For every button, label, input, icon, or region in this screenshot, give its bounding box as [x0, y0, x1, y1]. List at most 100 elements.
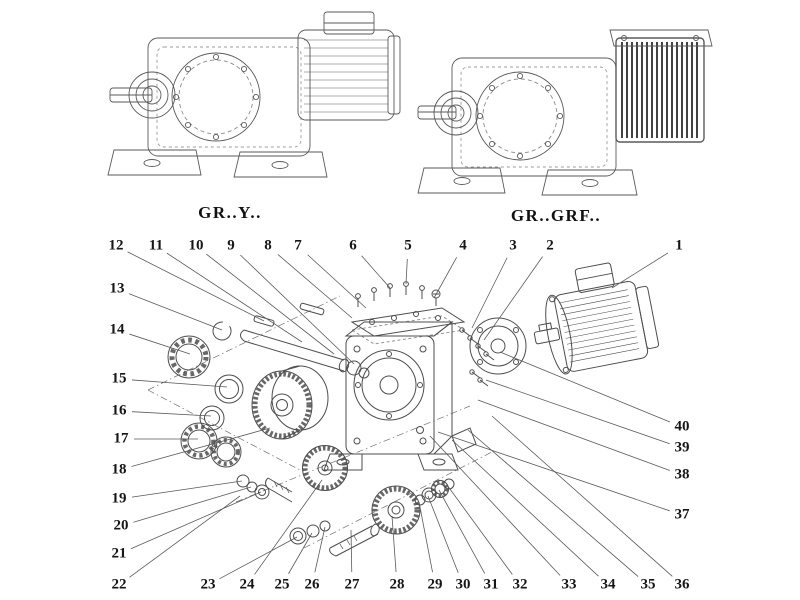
leader-line-16 — [131, 411, 212, 417]
leader-line-28 — [391, 515, 397, 573]
leader-line-8 — [277, 254, 353, 319]
shaft-key — [299, 302, 325, 316]
housing-foot — [323, 453, 363, 471]
leader-line-25 — [288, 532, 313, 574]
leader-line-23 — [219, 536, 298, 580]
motor — [297, 11, 401, 121]
leader-line-1 — [611, 252, 669, 289]
leader-line-24 — [254, 479, 323, 575]
leader-line-4 — [433, 257, 458, 299]
output-rings-bearing — [414, 478, 455, 506]
cover-bolts — [355, 281, 441, 307]
part-number-17: 17 — [113, 430, 129, 447]
part-number-29: 29 — [427, 576, 443, 593]
input-shaft — [240, 302, 370, 379]
leader-line-12 — [127, 251, 265, 322]
electric-motor-exploded — [533, 262, 660, 375]
leader-line-7 — [307, 254, 367, 309]
ball-bearing-intermediate — [180, 422, 242, 468]
part-number-8: 8 — [264, 237, 272, 254]
part-number-2: 2 — [546, 237, 554, 254]
motor-top-plate — [609, 29, 713, 47]
part-number-32: 32 — [512, 576, 528, 593]
gearmotor-illustration-gr-grf — [417, 29, 713, 196]
terminal-box — [574, 262, 615, 293]
leader-line-20 — [133, 486, 252, 523]
part-number-13: 13 — [109, 280, 125, 297]
leader-line-30 — [427, 495, 459, 574]
part-number-26: 26 — [304, 576, 320, 593]
gear-output — [371, 485, 421, 535]
part-number-23: 23 — [200, 576, 216, 593]
output-shaft-exploded — [329, 523, 380, 557]
leader-line-10 — [205, 253, 335, 355]
part-number-10: 10 — [188, 237, 204, 254]
front-cover-bolt-circle — [171, 52, 261, 142]
leader-line-35 — [467, 429, 639, 577]
leader-line-31 — [438, 489, 486, 574]
part-number-36: 36 — [674, 576, 690, 593]
output-shaft — [417, 90, 479, 136]
part-number-14: 14 — [109, 321, 125, 338]
leader-line-5 — [405, 258, 408, 285]
housing-foot — [451, 427, 477, 453]
part-number-19: 19 — [111, 490, 127, 507]
pinion-shaft-group — [236, 474, 293, 503]
part-number-20: 20 — [113, 517, 129, 534]
leader-line-19 — [131, 480, 243, 498]
mounting-feet — [107, 149, 328, 178]
part-number-6: 6 — [349, 237, 357, 254]
part-number-38: 38 — [674, 466, 690, 483]
leader-line-37 — [437, 431, 670, 512]
part-number-22: 22 — [111, 576, 127, 593]
breather-vent — [431, 289, 441, 306]
leader-line-9 — [240, 254, 355, 365]
housing-foot — [417, 453, 459, 471]
leader-line-6 — [361, 255, 391, 289]
part-number-27: 27 — [344, 576, 360, 593]
leader-line-3 — [471, 257, 508, 329]
leader-line-26 — [314, 526, 326, 573]
shaft-ring — [358, 367, 370, 379]
leader-line-33 — [429, 435, 561, 576]
variant-title-gr-grf: GR..GRF.. — [510, 206, 602, 225]
housing-detail — [156, 46, 302, 148]
ball-bearing-input — [167, 335, 211, 379]
gearmotor-illustration-gr-y — [107, 11, 401, 178]
helical-gear-large — [251, 365, 329, 440]
part-number-11: 11 — [148, 237, 164, 254]
variant-title-gr-y: GR..Y.. — [198, 203, 262, 222]
leader-line-29 — [418, 501, 433, 573]
leader-line-40 — [499, 351, 671, 423]
fan-cover — [635, 285, 660, 349]
assembly-axis-lines — [147, 295, 493, 549]
compact-motor-finned-block — [609, 29, 713, 143]
leader-line-18 — [131, 427, 271, 467]
leader-line-21 — [130, 491, 262, 550]
leader-line-27 — [350, 529, 353, 573]
part-number-30: 30 — [455, 576, 471, 593]
part-number-4: 4 — [459, 237, 467, 254]
leader-line-36 — [491, 415, 673, 577]
oil-seal — [214, 374, 244, 404]
part-number-33: 33 — [561, 576, 577, 593]
part-number-7: 7 — [294, 237, 302, 254]
leader-line-13 — [128, 293, 223, 331]
leader-line-32 — [446, 484, 513, 575]
leader-line-2 — [483, 256, 543, 341]
leader-line-15 — [131, 379, 228, 388]
output-shaft — [109, 71, 176, 119]
part-number-34: 34 — [600, 576, 616, 593]
leader-line-38 — [477, 399, 670, 471]
part-number-12: 12 — [108, 237, 124, 254]
part-number-3: 3 — [509, 237, 517, 254]
front-cover-bolt-circle — [475, 71, 565, 161]
part-number-40: 40 — [674, 418, 690, 435]
shaft-ring — [346, 360, 362, 376]
part-number-39: 39 — [674, 439, 690, 456]
mounting-feet — [417, 167, 638, 196]
gear-housing — [147, 37, 311, 157]
part-number-9: 9 — [227, 237, 235, 254]
